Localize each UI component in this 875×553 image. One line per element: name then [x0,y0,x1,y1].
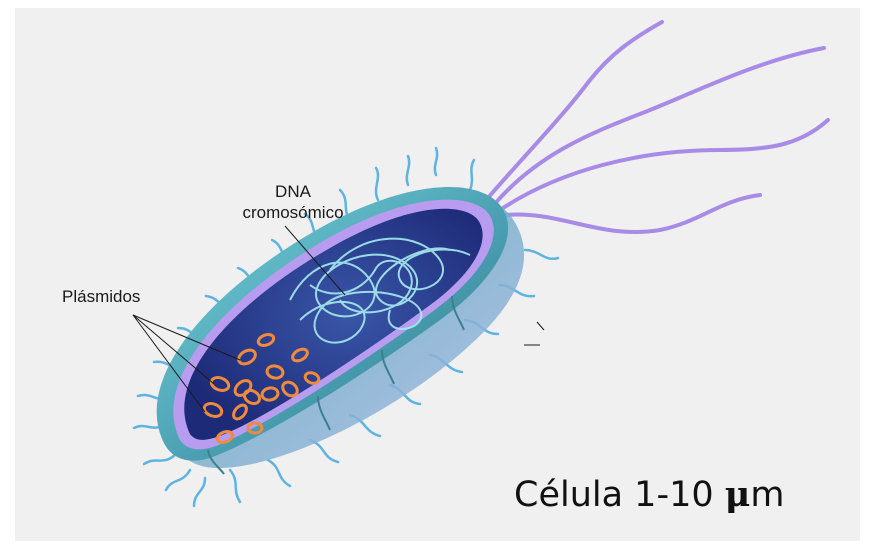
cell-size-mu: μ [725,474,751,515]
flagella [482,22,828,232]
cell-size-unit: m [750,475,784,515]
cell-size-label: Célula 1-10 μm [514,474,784,515]
plasmids-label: Plásmidos [62,287,140,307]
dna-label-line2: cromosómico [218,202,368,223]
cell-size-prefix: Célula 1-10 [514,475,725,515]
dna-label: DNA cromosómico [218,181,368,223]
dna-label-line1: DNA [218,181,368,202]
